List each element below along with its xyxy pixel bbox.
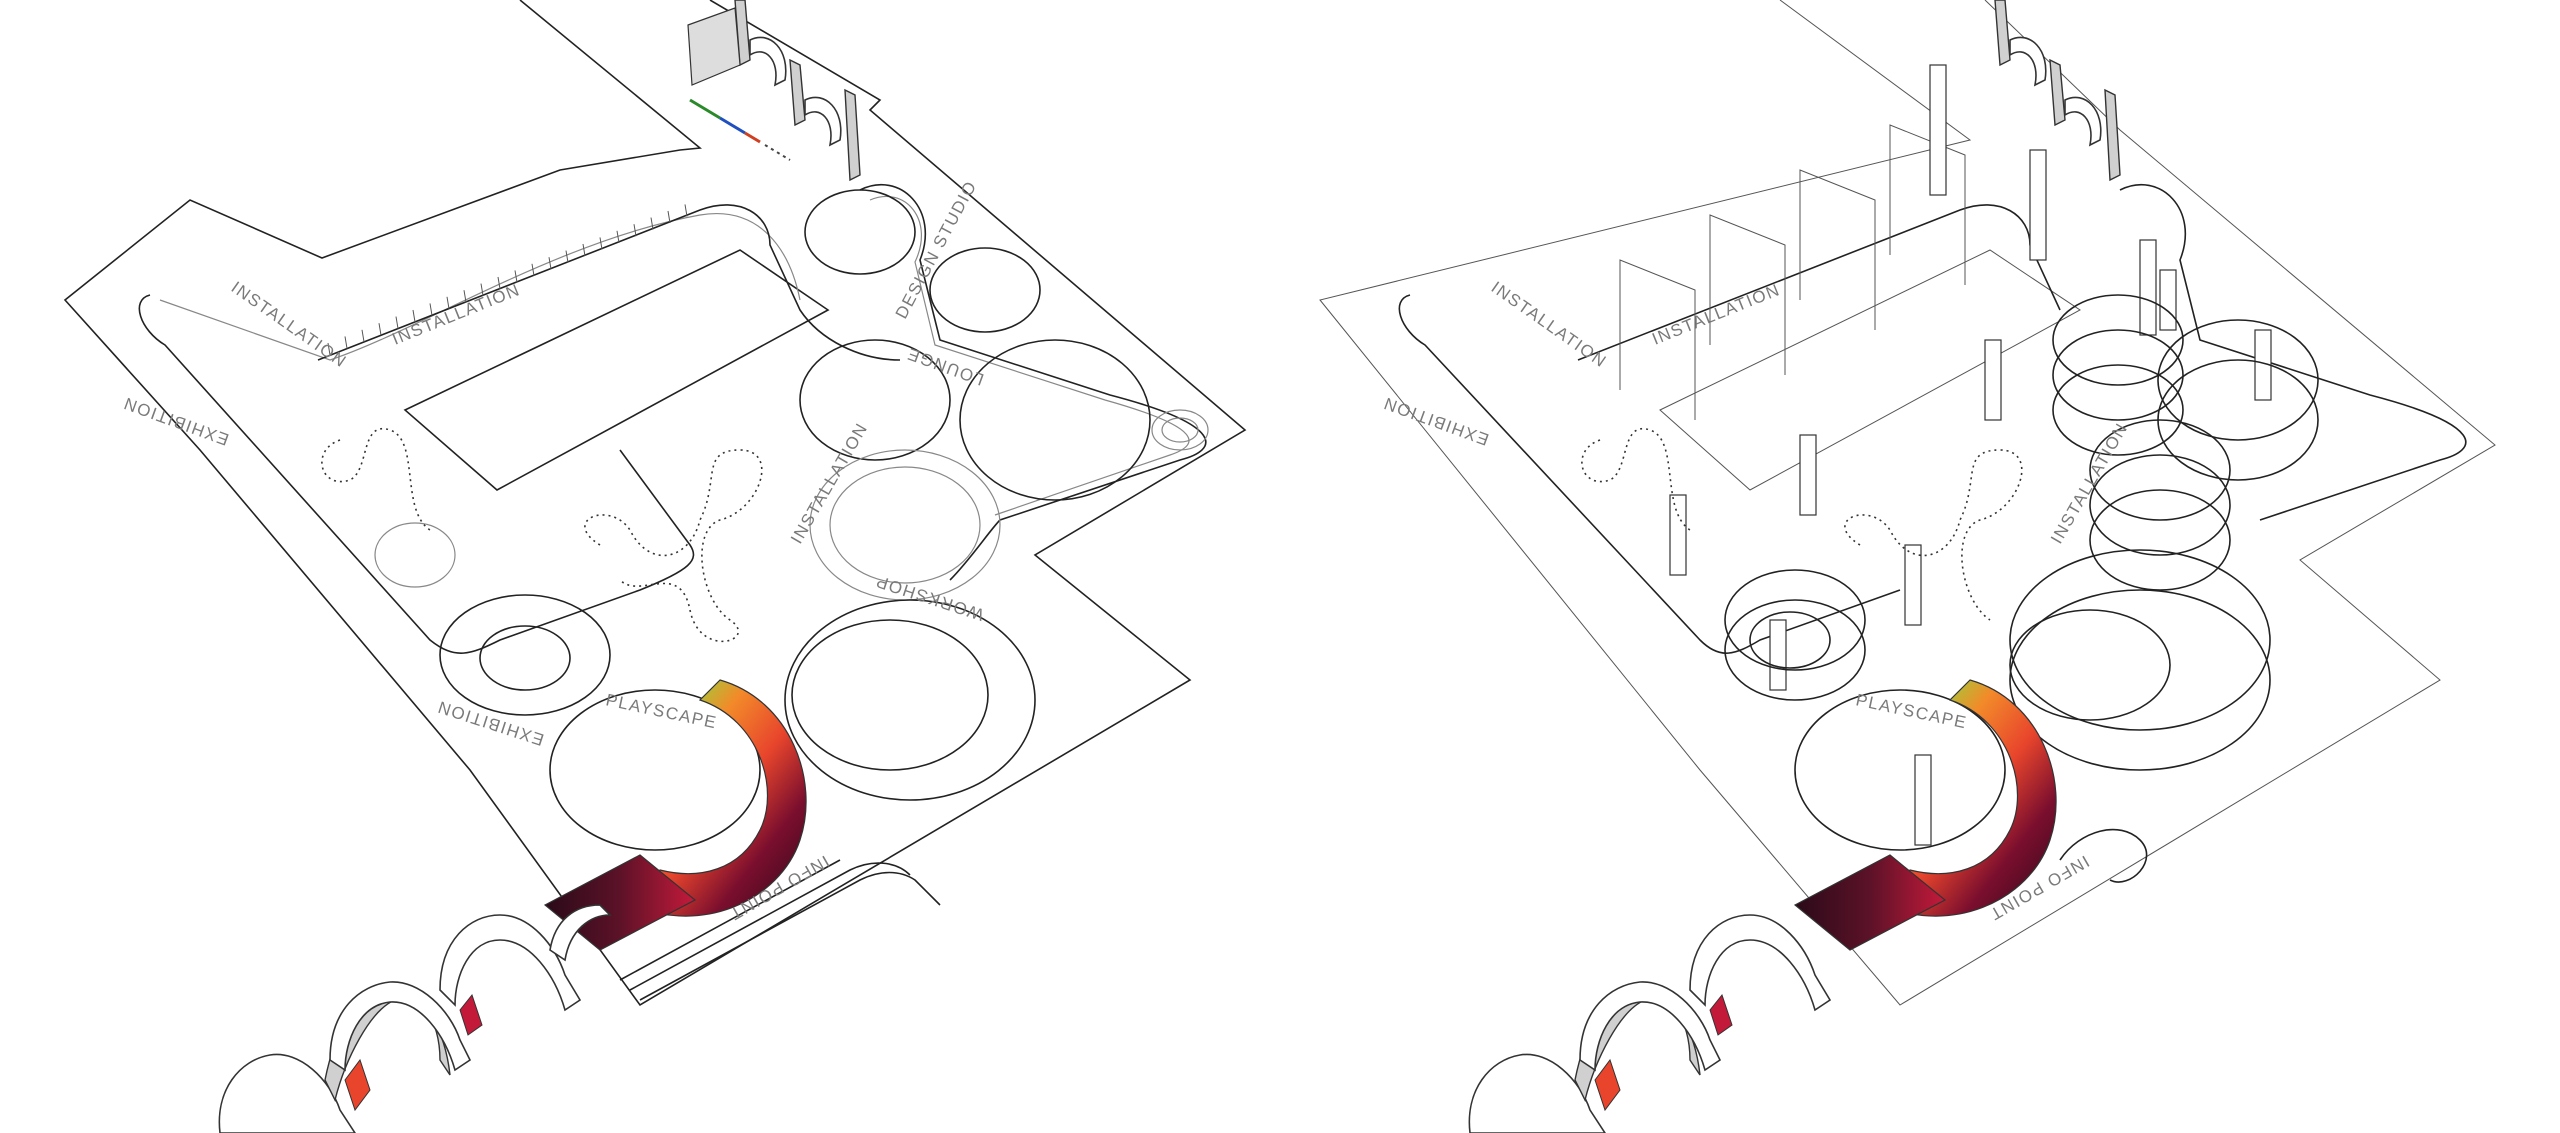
- label-playscape-axo: PLAYSCAPE: [1854, 690, 1969, 732]
- exhibition-circle: [439, 594, 611, 716]
- column: [1984, 339, 2002, 421]
- pergola-frames: [1619, 124, 1966, 420]
- right-track-inner: [869, 195, 1190, 516]
- lounge-ring-inner: [1161, 417, 1199, 443]
- ruler-tick: [565, 250, 569, 263]
- column: [1669, 494, 1687, 576]
- label-installation-top-axo: INSTALLATION: [1488, 278, 1611, 372]
- column: [1904, 544, 1922, 626]
- main-path-axo: [1398, 294, 1901, 654]
- ruler-tick: [599, 237, 603, 250]
- ruler-tick: [616, 230, 620, 243]
- upper-track-axo: [1577, 204, 2061, 361]
- column: [2159, 269, 2177, 331]
- ribbon-coils: [1724, 294, 2319, 771]
- dark-panel: [687, 7, 741, 86]
- ruler-tick: [582, 243, 586, 257]
- column: [1799, 434, 1817, 516]
- ruler-ticks: [327, 204, 688, 356]
- plaza-circle-top-right: [929, 247, 1041, 333]
- column: [1929, 64, 1947, 196]
- info-path-1: [639, 871, 941, 1001]
- ruler-tick: [361, 329, 365, 342]
- ribbon-wave-top-axo: [1994, 0, 2121, 182]
- ruler-tick: [463, 290, 467, 303]
- ruler-tick: [633, 224, 637, 237]
- label-exhibition-left-axo: EXHIBITION: [1380, 393, 1491, 449]
- info-path-2: [629, 862, 911, 991]
- label-exhibition-left: EXHIBITION: [120, 393, 231, 449]
- pergola-frame: [1889, 124, 1966, 285]
- grey-circle-left: [374, 522, 456, 588]
- ruler-tick: [429, 303, 433, 316]
- info-hook-axo: [2059, 828, 2148, 883]
- pergola-frame: [1709, 214, 1786, 375]
- ruler-tick: [446, 296, 450, 309]
- column: [1769, 619, 1787, 691]
- label-installation-top-2: INSTALLATION: [389, 280, 523, 349]
- ruler-tick: [684, 204, 688, 217]
- spiral-ribbon: [218, 904, 612, 1133]
- workshop-circle-outer: [784, 599, 1036, 801]
- ruler-tick: [327, 342, 331, 356]
- workshop-circle-inner: [791, 619, 989, 771]
- right-track: [859, 184, 1207, 581]
- column: [2029, 149, 2047, 261]
- label-playscape: PLAYSCAPE: [604, 690, 719, 732]
- upper-track: [317, 204, 901, 361]
- column: [2139, 239, 2157, 336]
- ruler-tick: [378, 323, 382, 336]
- main-path-inner: [159, 213, 801, 361]
- ruler-tick: [412, 309, 416, 323]
- label-exhibition-bottom: EXHIBITION: [434, 697, 546, 749]
- ruler-tick: [480, 283, 484, 296]
- exhibition-circle-axo: [1794, 689, 2006, 851]
- label-installation-top-axo-2: INSTALLATION: [1649, 280, 1783, 349]
- exhibition-circle-inner: [479, 625, 571, 691]
- central-field: [403, 249, 830, 491]
- right-track-axo: [2119, 184, 2467, 521]
- dotted-trail-2: [321, 427, 431, 531]
- gradient-strip-axo: [1793, 854, 1947, 951]
- ruler-tick: [395, 316, 399, 329]
- ruler-tick: [531, 263, 535, 276]
- main-path: [138, 294, 695, 654]
- dotted-trail-axo: [1844, 449, 2023, 621]
- direction-arrows: [689, 98, 791, 161]
- playscape-circle: [549, 689, 761, 851]
- label-installation-mid: INSTALLATION: [787, 419, 872, 547]
- column: [1914, 754, 1932, 846]
- ruler-tick: [650, 217, 654, 230]
- label-workshop: WORKSHOP: [873, 571, 986, 624]
- dotted-trail-axo-2: [1581, 427, 1691, 531]
- info-path-3: [619, 859, 841, 981]
- plan-view: INSTALLATION INSTALLATION EXHIBITION EXH…: [63, 0, 1247, 1133]
- installation-ring-inner: [829, 466, 981, 584]
- columns: [1669, 64, 2272, 846]
- plaza-circle-top: [804, 189, 916, 275]
- plaza-circle-big-right: [959, 339, 1151, 501]
- label-installation-mid-axo: INSTALLATION: [2047, 419, 2132, 547]
- ruler-tick: [548, 257, 552, 270]
- ribbon-wave-top: [687, 0, 861, 182]
- dotted-trail: [584, 449, 763, 643]
- central-field-axo: [1659, 249, 2081, 491]
- ruler-tick: [344, 336, 348, 349]
- spiral-ribbon-axo: [1468, 914, 1832, 1133]
- axonometric-view: INSTALLATION INSTALLATION EXHIBITION PLA…: [1319, 0, 2496, 1133]
- ruler-tick: [514, 270, 518, 283]
- site-boundary-axo: [1319, 0, 2496, 1006]
- pergola-frame: [1619, 259, 1696, 420]
- ruler-tick: [497, 276, 501, 290]
- plaza-circle-mid: [799, 339, 951, 461]
- ruler-tick: [667, 210, 671, 224]
- pergola-frame: [1799, 169, 1876, 330]
- lounge-ring-outer: [1151, 409, 1209, 451]
- site-boundary: [63, 0, 1247, 1007]
- label-installation-top: INSTALLATION: [228, 278, 351, 372]
